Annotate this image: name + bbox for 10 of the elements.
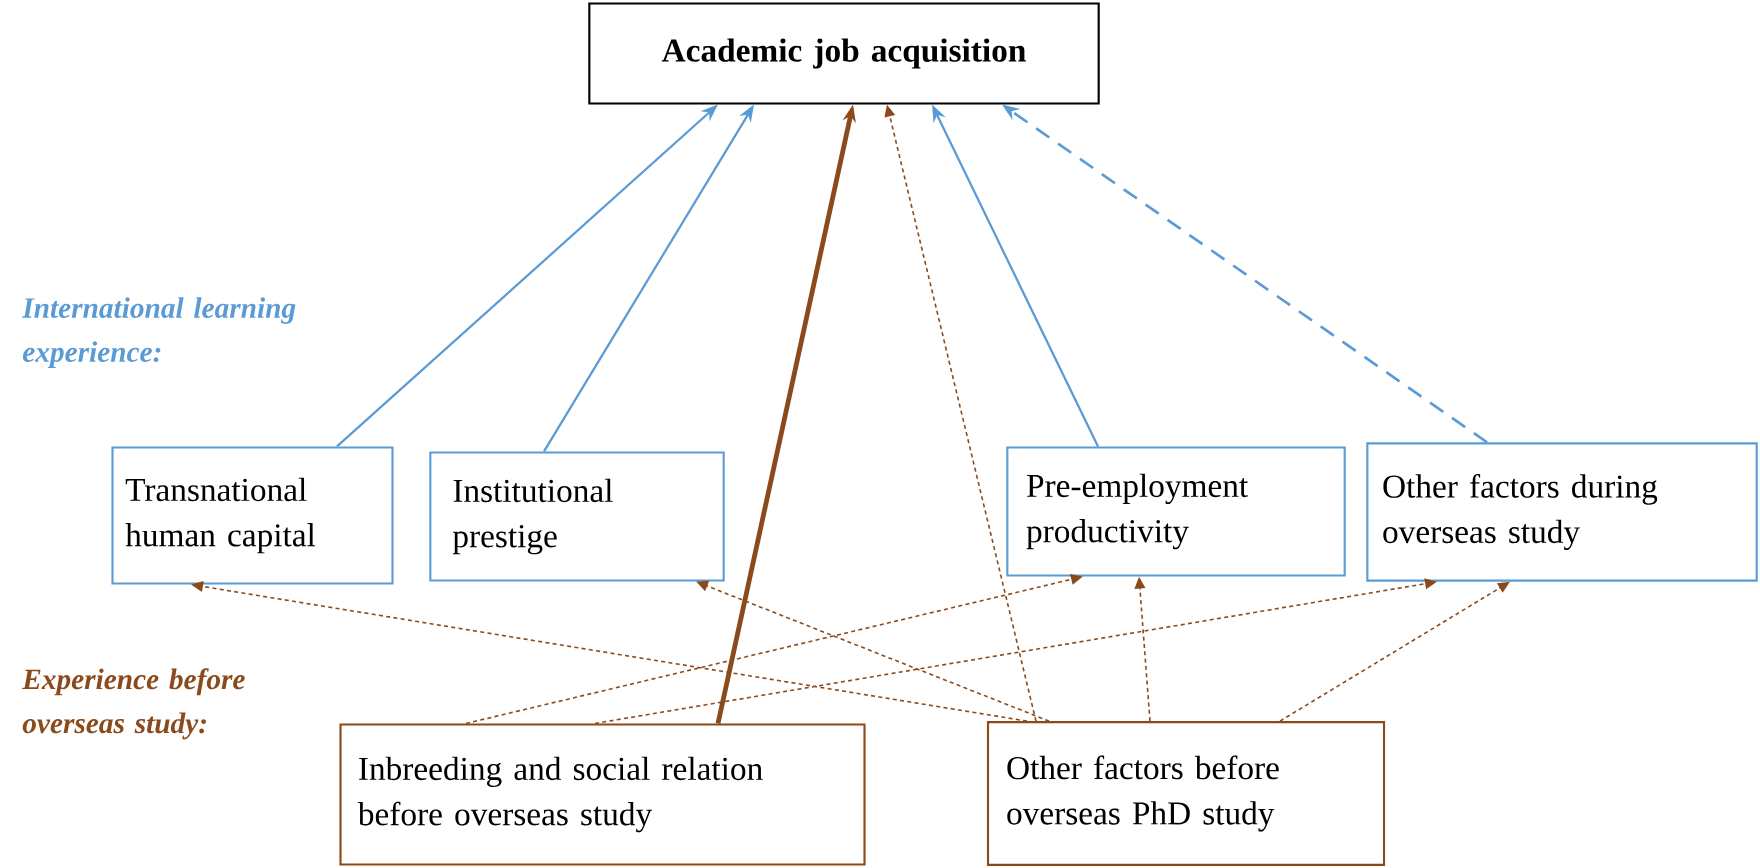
title-box: Academic job acquisition [588, 2, 1100, 105]
factor-box: Other factors before overseas PhD study [986, 721, 1386, 866]
arrow [1279, 581, 1510, 722]
factor-box: Institutional prestige [429, 451, 725, 582]
factor-box: Other factors during overseas study [1366, 442, 1758, 582]
factor-box: Pre-employment productivity [1006, 446, 1346, 577]
group-label: Experience before overseas study: [22, 668, 245, 740]
group-label: International learning experience: [22, 297, 296, 368]
factor-box: Transnational human capital [111, 446, 394, 585]
factor-box: Inbreeding and social relation before overseas study [339, 723, 866, 866]
